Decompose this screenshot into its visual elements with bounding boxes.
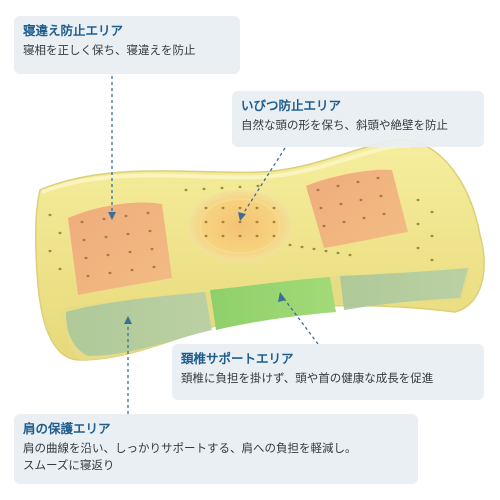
shoulder-zone-right [340, 268, 468, 310]
ventilation-hole [221, 220, 225, 224]
ventilation-hole [238, 234, 242, 238]
ventilation-hole [379, 194, 383, 198]
ventilation-hole [255, 234, 259, 238]
ventilation-hole [336, 251, 340, 255]
ventilation-hole [221, 234, 225, 238]
callout-title: 肩の保護エリア [23, 421, 111, 436]
ventilation-hole [324, 249, 328, 253]
ventilation-hole [152, 265, 156, 269]
ventilation-hole [106, 253, 110, 257]
ventilation-hole [58, 231, 62, 235]
callout-description: 自然な頭の形を保ち、斜頭や絶壁を防止 [241, 118, 448, 132]
ventilation-hole [382, 212, 386, 216]
callout-description-line1: 肩の曲線を沿い、しっかりサポートする、肩への負担を軽減し。 [23, 441, 357, 455]
ventilation-hole [104, 235, 108, 239]
callout-head-shape-zone: いびつ防止エリア 自然な頭の形を保ち、斜頭や絶壁を防止 [232, 91, 484, 147]
ventilation-hole [316, 188, 320, 192]
ventilation-hole [359, 198, 363, 202]
ventilation-hole [146, 211, 150, 215]
ventilation-hole [288, 243, 292, 247]
ventilation-hole [148, 229, 152, 233]
ventilation-hole [300, 245, 304, 249]
pillow-top-ridge [41, 143, 411, 194]
ventilation-hole [416, 198, 420, 202]
ventilation-hole [319, 206, 323, 210]
ventilation-hole [255, 220, 259, 224]
ventilation-hole [255, 206, 259, 210]
ventilation-hole [126, 232, 130, 236]
ventilation-holes [48, 176, 434, 278]
ventilation-hole [339, 202, 343, 206]
callout-description: 頚椎に負担を掛けず、頭や首の健康な成長を促進 [181, 371, 434, 385]
ventilation-hole [348, 253, 352, 257]
side-zone-left [68, 202, 172, 295]
ventilation-hole [356, 180, 360, 184]
arrowheads [108, 212, 286, 324]
ventilation-hole [86, 274, 90, 278]
neck-zone [210, 277, 336, 330]
callout-title: 頚椎サポートエリア [181, 351, 294, 366]
ventilation-hole [150, 247, 154, 251]
ventilation-hole [238, 206, 242, 210]
ventilation-hole [58, 267, 62, 271]
arrows [111, 76, 319, 414]
ventilation-hole [322, 224, 326, 228]
callout-sleep-shift-zone: 寝違え防止エリア 寝相を正しく保ち、寝違えを防止 [14, 16, 240, 74]
ventilation-hole [184, 188, 188, 192]
ventilation-hole [124, 214, 128, 218]
callout-description: 寝相を正しく保ち、寝違えを防止 [23, 43, 196, 57]
ventilation-hole [204, 220, 208, 224]
ventilation-hole [238, 185, 242, 189]
callout-title: いびつ防止エリア [241, 98, 342, 113]
ventilation-hole [108, 271, 112, 275]
ventilation-hole [376, 176, 380, 180]
ventilation-hole [48, 213, 52, 217]
callout-description-line2: スムーズに寝返り [23, 458, 115, 472]
ventilation-hole [430, 210, 434, 214]
ventilation-hole [272, 234, 276, 238]
ventilation-hole [84, 256, 88, 260]
ventilation-hole [342, 220, 346, 224]
ventilation-hole [204, 234, 208, 238]
ventilation-hole [221, 206, 225, 210]
ventilation-hole [430, 234, 434, 238]
side-zone-right [306, 169, 408, 248]
ventilation-hole [312, 247, 316, 251]
ventilation-hole [130, 268, 134, 272]
ventilation-hole [430, 258, 434, 262]
center-zone [188, 190, 292, 262]
ventilation-hole [238, 220, 242, 224]
ventilation-hole [272, 206, 276, 210]
ventilation-hole [362, 216, 366, 220]
callout-title: 寝違え防止エリア [23, 23, 124, 38]
ventilation-hole [82, 238, 86, 242]
ventilation-hole [272, 220, 276, 224]
ventilation-hole [416, 222, 420, 226]
ventilation-hole [48, 249, 52, 253]
ventilation-hole [102, 217, 106, 221]
callout-shoulder-protection-zone: 肩の保護エリア 肩の曲線を沿い、しっかりサポートする、肩への負担を軽減し。 スム… [14, 414, 418, 484]
ventilation-hole [80, 220, 84, 224]
center-zone-ring [199, 198, 281, 254]
ventilation-hole [204, 206, 208, 210]
arrow-head-shape [242, 147, 286, 215]
ventilation-hole [256, 184, 260, 188]
shoulder-zone-left [66, 292, 212, 356]
ventilation-hole [220, 186, 224, 190]
ventilation-hole [336, 184, 340, 188]
ventilation-hole [128, 250, 132, 254]
ventilation-hole [202, 187, 206, 191]
callout-cervical-support-zone: 頚椎サポートエリア 頚椎に負担を掛けず、頭や首の健康な成長を促進 [172, 344, 484, 400]
ventilation-hole [416, 246, 420, 250]
arrow-cervical [281, 295, 319, 345]
